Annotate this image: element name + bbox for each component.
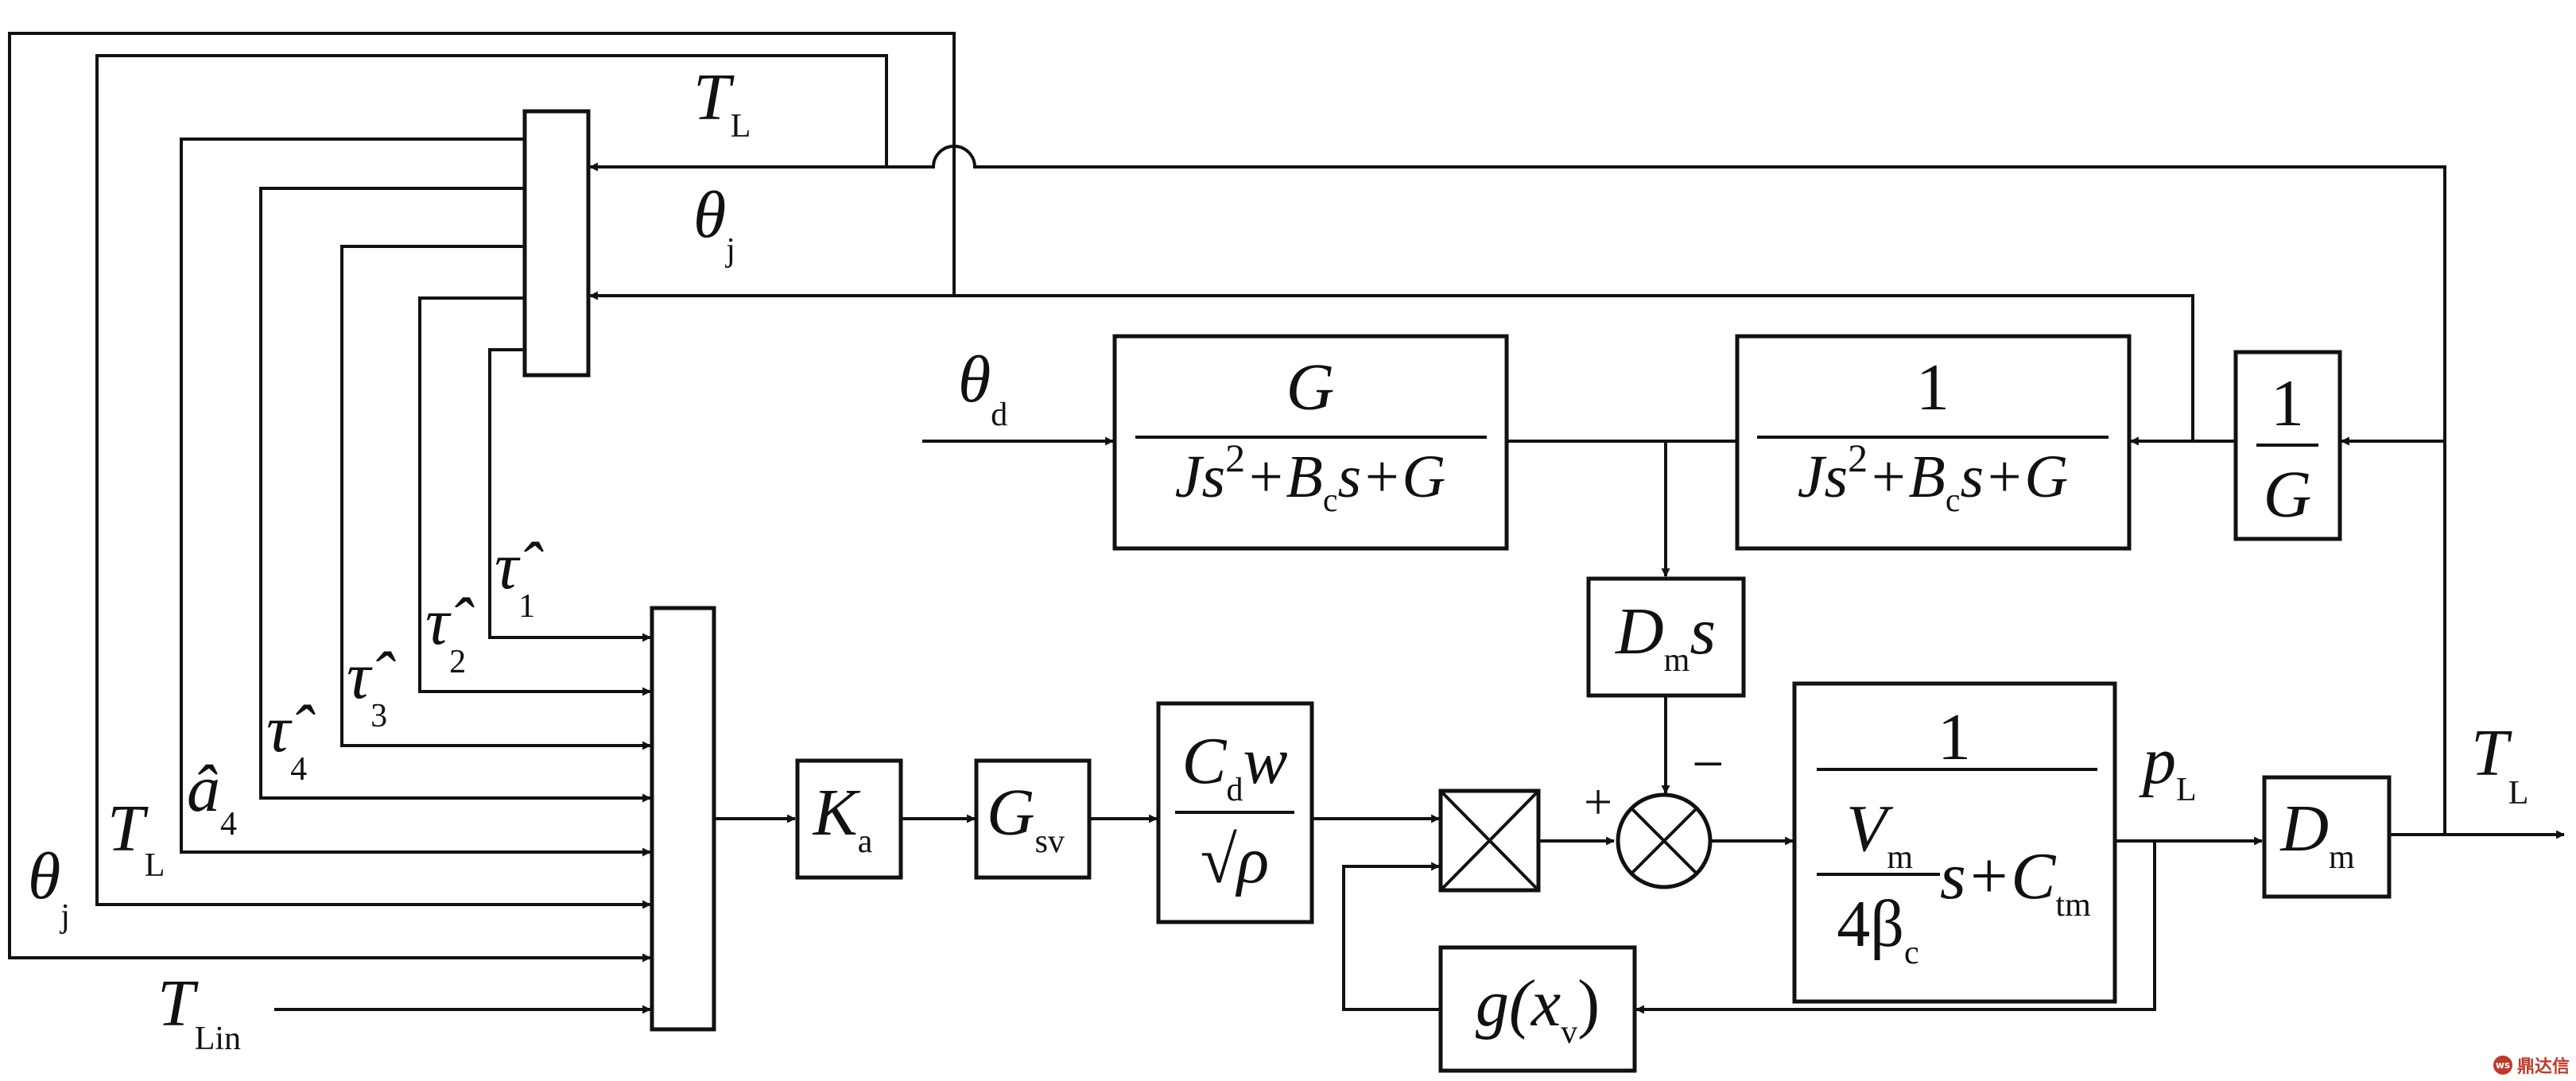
label-thetaj-left: θj	[28, 839, 70, 935]
wire-tau4	[259, 187, 636, 800]
g1-numerator: G	[1286, 351, 1335, 424]
g1-denominator: Js2+Bcs+G	[1175, 436, 1445, 519]
svg-text:√ρ: √ρ	[1201, 823, 1269, 897]
wire-tl-outer	[95, 54, 888, 906]
g2-denominator: Js2+Bcs+G	[1798, 436, 2068, 519]
summing-junction	[1616, 792, 1713, 889]
dm-block: Dm	[2262, 775, 2392, 899]
svg-text:Dms: Dms	[1615, 595, 1716, 679]
gxv-block: g(xv)	[1438, 945, 1637, 1073]
label-tau1: τ̂1	[495, 529, 544, 625]
ka-block: Ka	[795, 758, 903, 880]
label-tl-top: TL	[693, 60, 751, 145]
plant-block: 1 Vm 4βc s+Ctm	[1792, 681, 2117, 1004]
svg-text:Dm: Dm	[2279, 792, 2355, 876]
label-thetaj-top: θj	[693, 178, 735, 269]
transfer-block-g2: 1 Js2+Bcs+G	[1735, 334, 2132, 551]
label-thetad: θd	[958, 343, 1007, 433]
watermark-logo: ws 鼎达信	[2493, 1052, 2570, 1078]
multiplier-block	[1438, 788, 1541, 893]
wire-tl-feedback	[588, 145, 2446, 835]
dms-block: Dms	[1586, 576, 1746, 698]
transfer-block-g1: G Js2+Bcs+G	[1112, 334, 1509, 551]
input-mux-block	[650, 606, 716, 1032]
label-tl-out: TL	[2471, 716, 2528, 812]
svg-text:s+Ctm: s+Ctm	[1940, 839, 2091, 924]
label-plus: +	[1584, 773, 1612, 830]
gsv-block: Gsv	[974, 758, 1092, 880]
inverse-g-block: 1 G	[2233, 350, 2342, 541]
svg-text:4βc: 4βc	[1837, 887, 1918, 971]
label-tl-left: TL	[107, 792, 165, 884]
label-tau4: τ̂4	[266, 692, 316, 788]
svg-text:1: 1	[2271, 366, 2304, 440]
svg-text:Gsv: Gsv	[987, 776, 1065, 860]
wire-thetaj-outer	[8, 32, 956, 959]
svg-text:Cdw: Cdw	[1181, 724, 1287, 808]
wire-tau3	[340, 245, 636, 747]
watermark-text: 鼎达信	[2516, 1057, 2570, 1077]
wire-ahat4	[180, 138, 636, 854]
orifice-block: Cdw √ρ	[1156, 701, 1314, 924]
label-pl: pL	[2139, 724, 2197, 808]
wire-tau2	[418, 296, 636, 693]
top-mux-block	[522, 109, 591, 378]
label-ahat4: â4	[187, 752, 237, 843]
svg-text:G: G	[2264, 458, 2312, 532]
svg-text:Ka: Ka	[813, 776, 873, 860]
svg-text:g(xv): g(xv)	[1476, 967, 1600, 1051]
label-tlin: TLin	[157, 967, 241, 1057]
wire-tau1	[488, 348, 636, 639]
label-tau3: τ̂3	[347, 639, 396, 734]
watermark-icon: ws	[2493, 1056, 2512, 1075]
wire-thetaj-feedback	[588, 291, 2194, 441]
g2-numerator: 1	[1916, 351, 1949, 424]
svg-text:1: 1	[1938, 700, 1971, 774]
svg-text:Vm: Vm	[1846, 792, 1913, 876]
label-minus: −	[1692, 732, 1724, 796]
label-tau2: τ̂2	[425, 585, 475, 680]
